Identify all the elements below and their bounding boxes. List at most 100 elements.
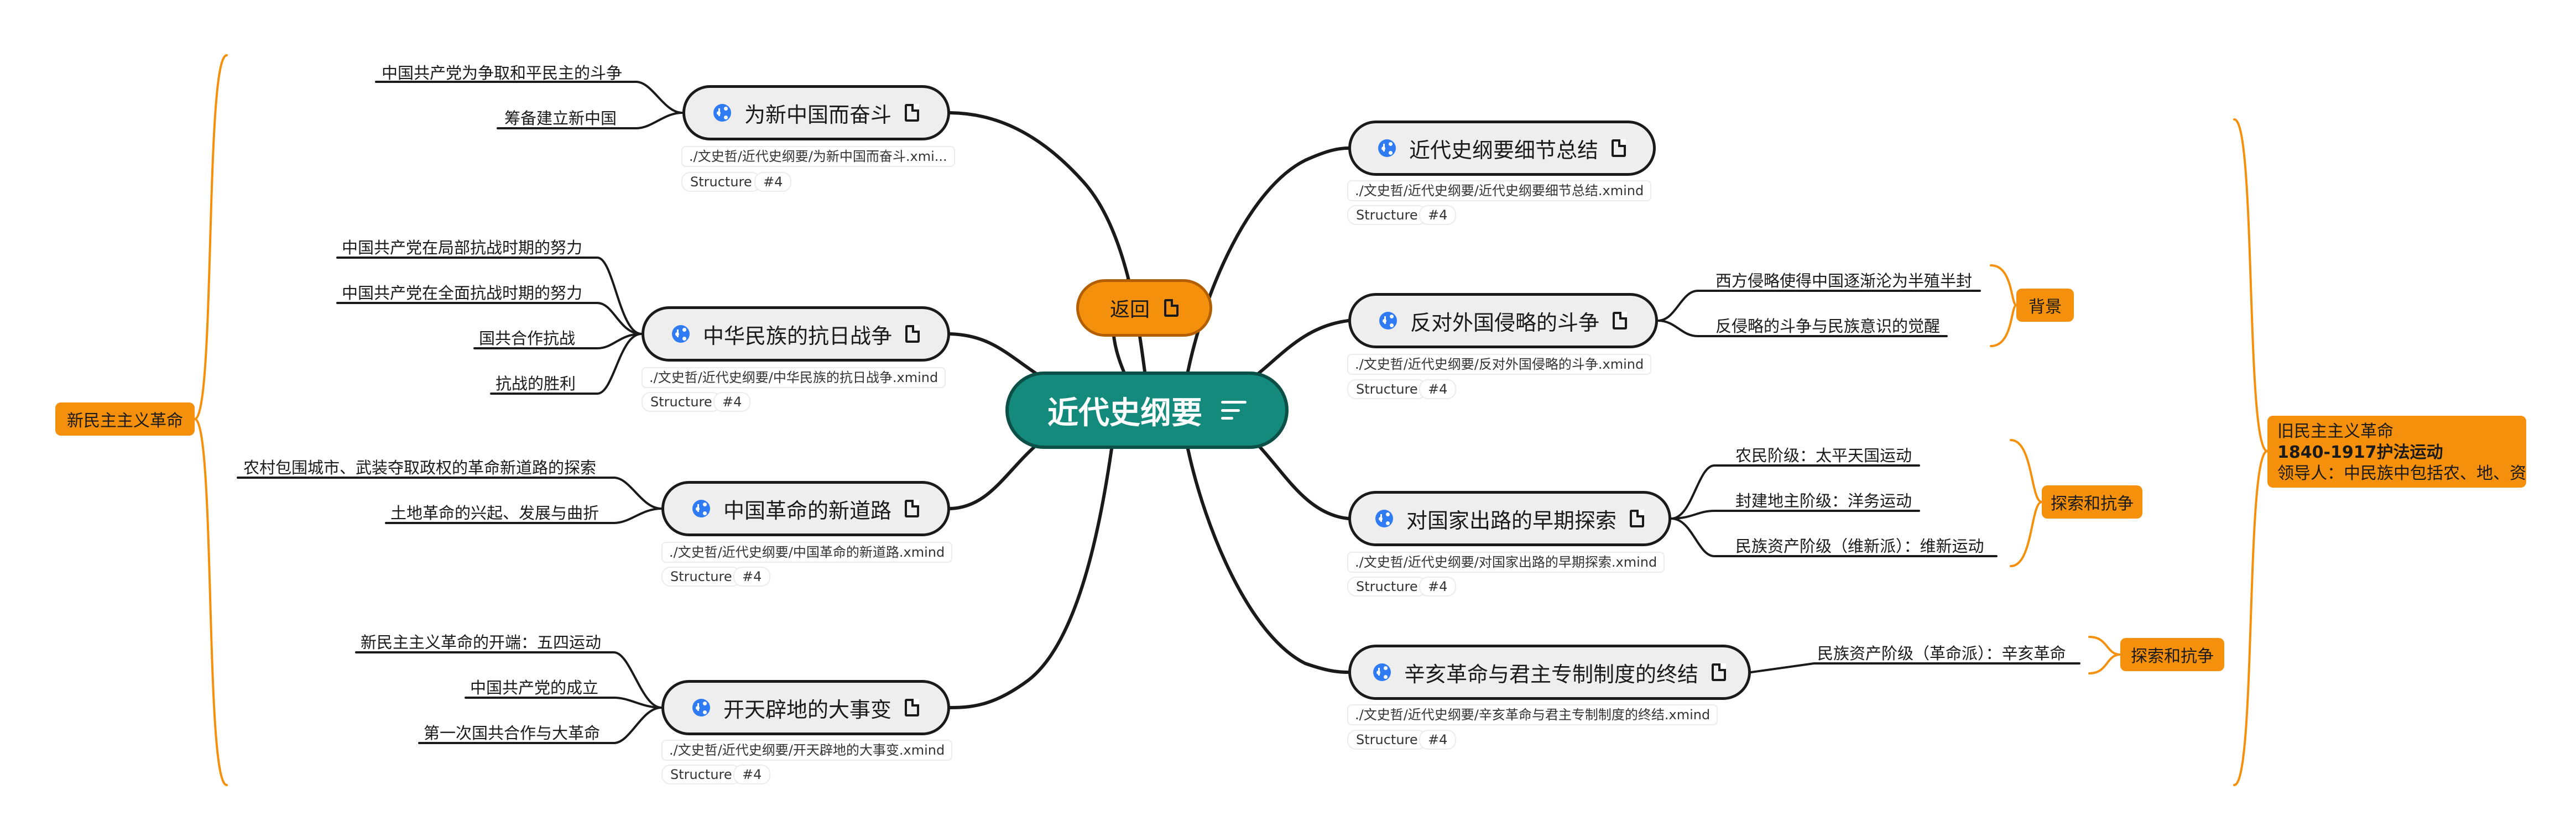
subtopic-may-fourth[interactable]: 新民主主义革命的开端：五四运动 bbox=[361, 633, 602, 652]
structure-tag[interactable]: Structure bbox=[1347, 379, 1427, 399]
topic-title: 反对外国侵略的斗争 bbox=[1410, 310, 1599, 335]
connector-line bbox=[1657, 290, 1981, 322]
subtopic-xinhai-revolution[interactable]: 民族资产阶级（革命派）：辛亥革命 bbox=[1817, 644, 2066, 663]
note-icon bbox=[1164, 299, 1179, 317]
topic-early-exploration[interactable]: 对国家出路的早期探索 bbox=[1348, 491, 1671, 546]
file-path-tag[interactable]: ./文史哲/近代史纲要/中华民族的抗日战争.xmind bbox=[642, 367, 946, 388]
subtopic-cpc-founding[interactable]: 中国共产党的成立 bbox=[470, 678, 599, 697]
menu-lines-icon[interactable] bbox=[1221, 401, 1247, 420]
file-path-tag[interactable]: ./文史哲/近代史纲要/近代史纲要细节总结.xmind bbox=[1347, 180, 1652, 201]
connector-line bbox=[1254, 319, 1350, 378]
number-tag[interactable]: #4 bbox=[1419, 730, 1457, 750]
connector-line bbox=[497, 112, 684, 129]
summary-brace bbox=[1990, 264, 2017, 347]
subtopic-war-victory[interactable]: 抗战的胜利 bbox=[496, 374, 576, 393]
note-icon[interactable] bbox=[1630, 510, 1644, 527]
file-path-tag[interactable]: ./文史哲/近代史纲要/为新中国而奋斗.xmi... bbox=[681, 146, 955, 167]
subtopic-land-revolution[interactable]: 土地革命的兴起、发展与曲折 bbox=[390, 504, 599, 522]
connector-line bbox=[375, 81, 684, 114]
central-topic-title: 近代史纲要 bbox=[1047, 395, 1202, 431]
summary-callout-exploration[interactable]: 探索和抗争 bbox=[2042, 485, 2142, 519]
topic-1911-revolution[interactable]: 辛亥革命与君主专制制度的终结 bbox=[1348, 645, 1751, 700]
subtopic-peace-democracy[interactable]: 中国共产党为争取和平民主的斗争 bbox=[382, 64, 623, 82]
topic-title: 为新中国而奋斗 bbox=[744, 102, 891, 127]
subtopic-self-strengthening[interactable]: 封建地主阶级：洋务运动 bbox=[1735, 491, 1912, 510]
connector-line bbox=[473, 333, 643, 349]
connector-line bbox=[237, 477, 663, 510]
topic-anti-japanese-war[interactable]: 中华民族的抗日战争 bbox=[642, 306, 950, 362]
topic-fight-for-new-china[interactable]: 为新中国而奋斗 bbox=[682, 85, 950, 140]
subtopic-semi-colonial[interactable]: 西方侵略使得中国逐渐沦为半殖半封 bbox=[1715, 271, 1973, 290]
structure-tag[interactable]: Structure bbox=[1347, 730, 1427, 750]
link-icon[interactable] bbox=[671, 325, 690, 343]
structure-tag[interactable]: Structure bbox=[661, 567, 741, 587]
subtopic-full-war-effort[interactable]: 中国共产党在全面抗战时期的努力 bbox=[342, 284, 583, 302]
link-icon[interactable] bbox=[1378, 139, 1396, 157]
connector-line bbox=[336, 302, 643, 335]
structure-tag[interactable]: Structure bbox=[661, 765, 741, 784]
subtopic-prepare-new-china[interactable]: 筹备建立新中国 bbox=[504, 109, 617, 128]
connector-line bbox=[385, 508, 663, 524]
summary-brace bbox=[2233, 118, 2268, 786]
summary-callout-background[interactable]: 背景 bbox=[2016, 289, 2074, 322]
subtopic-national-awakening[interactable]: 反侵略的斗争与民族意识的觉醒 bbox=[1715, 317, 1941, 336]
link-icon[interactable] bbox=[713, 104, 731, 122]
number-tag[interactable]: #4 bbox=[713, 392, 751, 412]
connector-line bbox=[948, 332, 1041, 378]
summary-new-democratic-revolution[interactable]: 新民主主义革命 bbox=[55, 402, 195, 436]
file-path-tag[interactable]: ./文史哲/近代史纲要/对国家出路的早期探索.xmind bbox=[1347, 552, 1665, 573]
connector-line bbox=[1657, 320, 1948, 337]
structure-tag[interactable]: Structure bbox=[1347, 577, 1427, 597]
connector-line bbox=[336, 257, 643, 335]
topic-title: 中华民族的抗日战争 bbox=[702, 323, 892, 348]
number-tag[interactable]: #4 bbox=[1419, 379, 1457, 399]
connector-line bbox=[1670, 517, 1998, 557]
note-icon[interactable] bbox=[1712, 663, 1726, 681]
topic-title: 辛亥革命与君主专制制度的终结 bbox=[1404, 662, 1698, 687]
topic-new-revolution-road[interactable]: 中国革命的新道路 bbox=[661, 481, 950, 536]
number-tag[interactable]: #4 bbox=[1419, 577, 1457, 597]
structure-tag[interactable]: Structure bbox=[1347, 205, 1427, 225]
subtopic-reform-movement[interactable]: 民族资产阶级（维新派）：维新运动 bbox=[1735, 537, 1984, 556]
topic-epoch-making-event[interactable]: 开天辟地的大事变 bbox=[661, 680, 950, 735]
note-icon[interactable] bbox=[905, 500, 919, 517]
file-path-tag[interactable]: ./文史哲/近代史纲要/开天辟地的大事变.xmind bbox=[661, 740, 953, 761]
summary-brace bbox=[2088, 636, 2121, 674]
subtopic-rural-encircle-cities[interactable]: 农村包围城市、武装夺取政权的革命新道路的探索 bbox=[243, 458, 597, 477]
summary-callout-xinhai[interactable]: 探索和抗争 bbox=[2120, 638, 2224, 671]
return-button[interactable]: 返回 bbox=[1076, 279, 1212, 337]
structure-tag[interactable]: Structure bbox=[642, 392, 721, 412]
note-icon[interactable] bbox=[1612, 139, 1626, 157]
topic-title: 中国革命的新道路 bbox=[723, 498, 891, 523]
file-path-tag[interactable]: ./文史哲/近代史纲要/辛亥革命与君主专制制度的终结.xmind bbox=[1347, 704, 1718, 725]
subtopic-first-cooperation[interactable]: 第一次国共合作与大革命 bbox=[424, 724, 601, 742]
summary-brace bbox=[2010, 439, 2042, 567]
note-icon[interactable] bbox=[905, 699, 919, 716]
topic-detail-summary[interactable]: 近代史纲要细节总结 bbox=[1348, 121, 1656, 176]
file-path-tag[interactable]: ./文史哲/近代史纲要/中国革命的新道路.xmind bbox=[661, 542, 953, 563]
topic-anti-invasion[interactable]: 反对外国侵略的斗争 bbox=[1348, 293, 1658, 348]
topic-title: 近代史纲要细节总结 bbox=[1409, 138, 1598, 163]
summary-old-democratic-revolution[interactable]: 旧民主主义革命 1840-1917护法运动 领导人：中民族中包括农、地、资 bbox=[2267, 416, 2526, 488]
subtopic-local-war-effort[interactable]: 中国共产党在局部抗战时期的努力 bbox=[342, 238, 583, 257]
link-icon[interactable] bbox=[692, 500, 710, 517]
connector-line bbox=[490, 333, 643, 395]
note-icon[interactable] bbox=[1613, 312, 1627, 329]
link-icon[interactable] bbox=[1373, 663, 1391, 681]
link-icon[interactable] bbox=[1379, 312, 1397, 329]
structure-tag[interactable]: Structure bbox=[681, 172, 761, 192]
number-tag[interactable]: #4 bbox=[733, 765, 771, 784]
note-icon[interactable] bbox=[905, 325, 920, 343]
subtopic-kmt-cpc-cooperation[interactable]: 国共合作抗战 bbox=[479, 329, 576, 348]
file-path-tag[interactable]: ./文史哲/近代史纲要/反对外国侵略的斗争.xmind bbox=[1347, 354, 1652, 375]
number-tag[interactable]: #4 bbox=[1419, 205, 1457, 225]
link-icon[interactable] bbox=[1375, 510, 1393, 527]
connector-line bbox=[418, 707, 663, 744]
number-tag[interactable]: #4 bbox=[733, 567, 771, 587]
central-topic[interactable]: 近代史纲要 bbox=[1005, 372, 1289, 449]
connector-line bbox=[465, 697, 663, 709]
number-tag[interactable]: #4 bbox=[754, 172, 792, 192]
subtopic-taiping[interactable]: 农民阶级：太平天国运动 bbox=[1735, 446, 1912, 465]
link-icon[interactable] bbox=[692, 699, 710, 716]
note-icon[interactable] bbox=[905, 104, 919, 122]
